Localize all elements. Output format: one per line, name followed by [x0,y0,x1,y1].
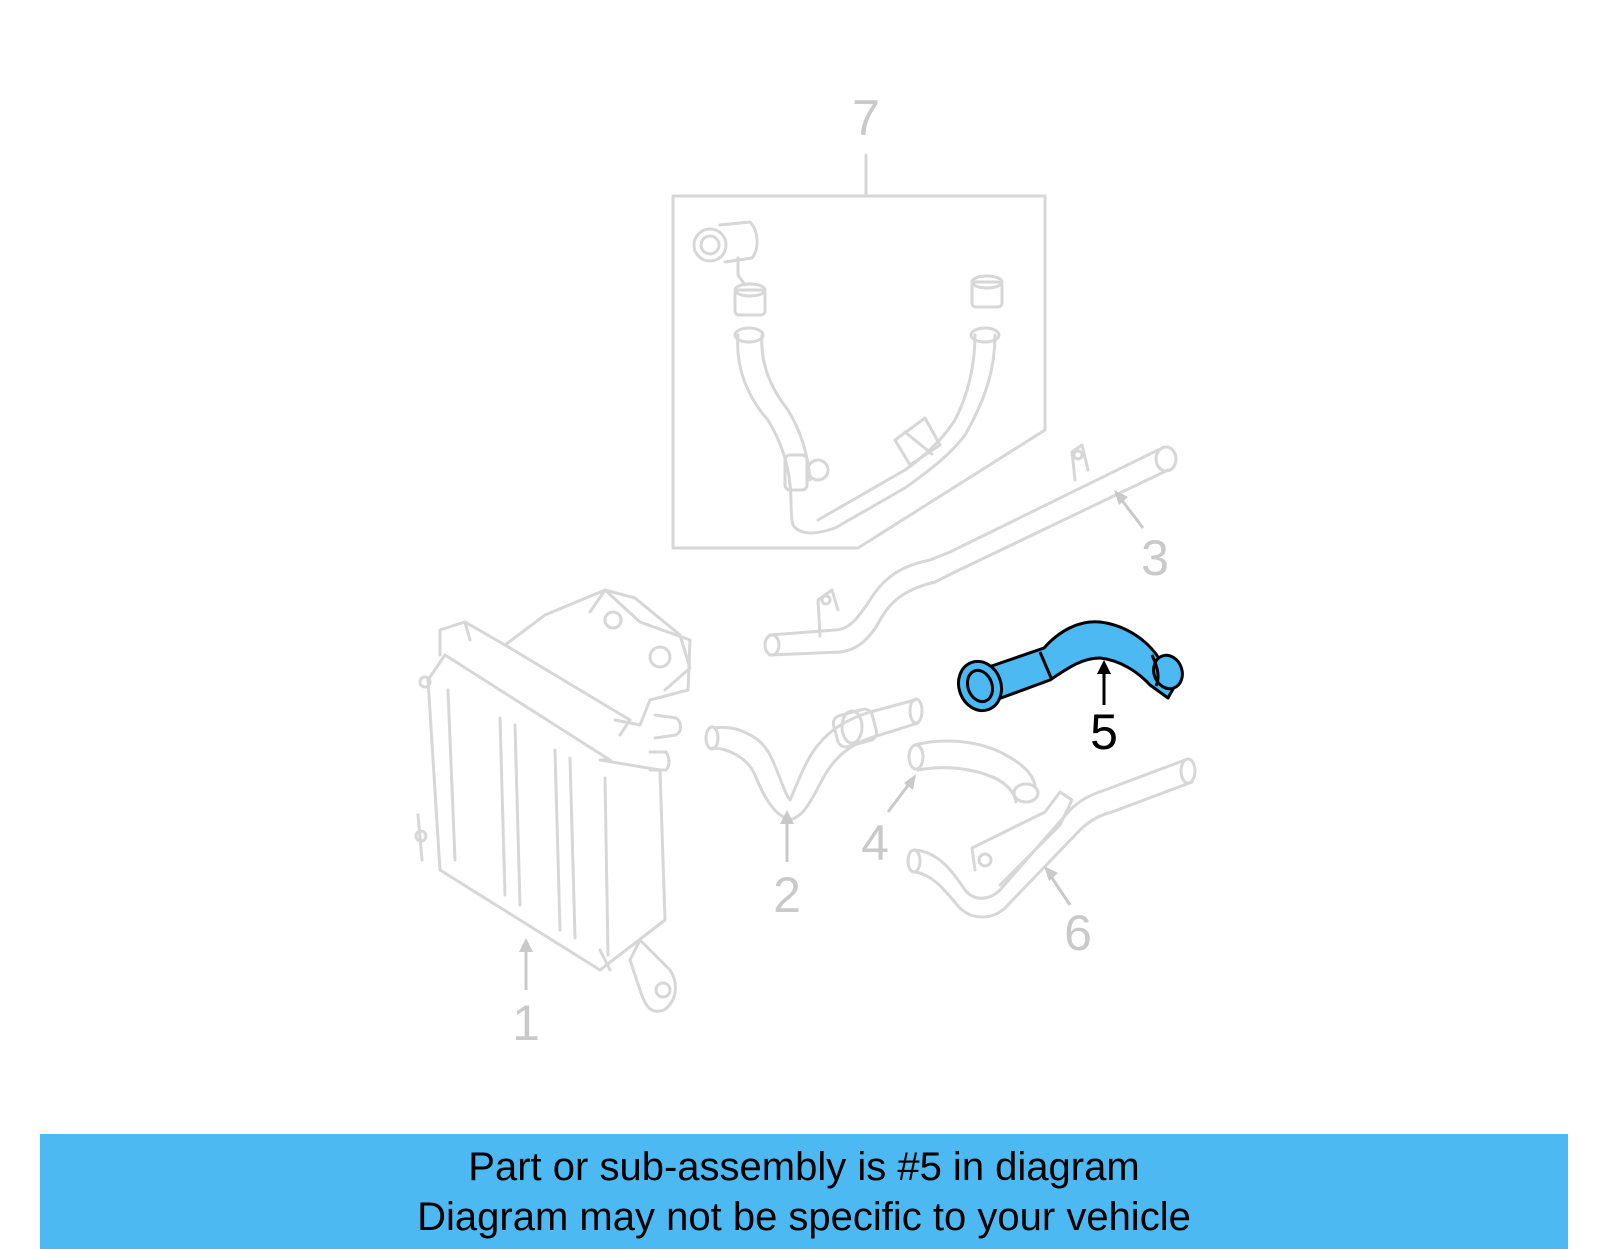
callout-3-label: 3 [1141,530,1169,586]
part-2-hose[interactable] [704,697,924,822]
part-7-frame [671,194,1047,550]
part-7-subassembly[interactable] [671,153,1047,550]
callout-7-label: 7 [852,90,880,146]
parts-diagram: 7 3 5 2 [414,90,1197,1051]
callout-4-label: 4 [861,815,889,871]
callout-2-arrowhead [780,810,794,824]
part-1-cooler[interactable] [414,588,692,1013]
banner-line-2: Diagram may not be specific to your vehi… [417,1194,1191,1239]
callout-6-arrowhead [1044,866,1058,881]
callout-1-label: 1 [512,995,540,1051]
callout-5-arrowhead [1097,660,1111,674]
callout-6-label: 6 [1064,905,1092,961]
part-4-hose[interactable] [907,739,1040,804]
callout-3-arrowhead [1114,490,1128,505]
callout-4-arrowhead [904,774,916,790]
banner-line-1: Part or sub-assembly is #5 in diagram [468,1144,1140,1189]
part-6-pipe[interactable] [906,757,1197,919]
part-3-pipe[interactable] [763,443,1178,657]
callout-2-label: 2 [773,867,801,923]
part-5-hose[interactable] [952,620,1187,717]
callout-1-arrowhead [519,938,533,952]
callout-5-label: 5 [1090,704,1118,760]
info-banner: Part or sub-assembly is #5 in diagram Di… [40,1134,1568,1249]
